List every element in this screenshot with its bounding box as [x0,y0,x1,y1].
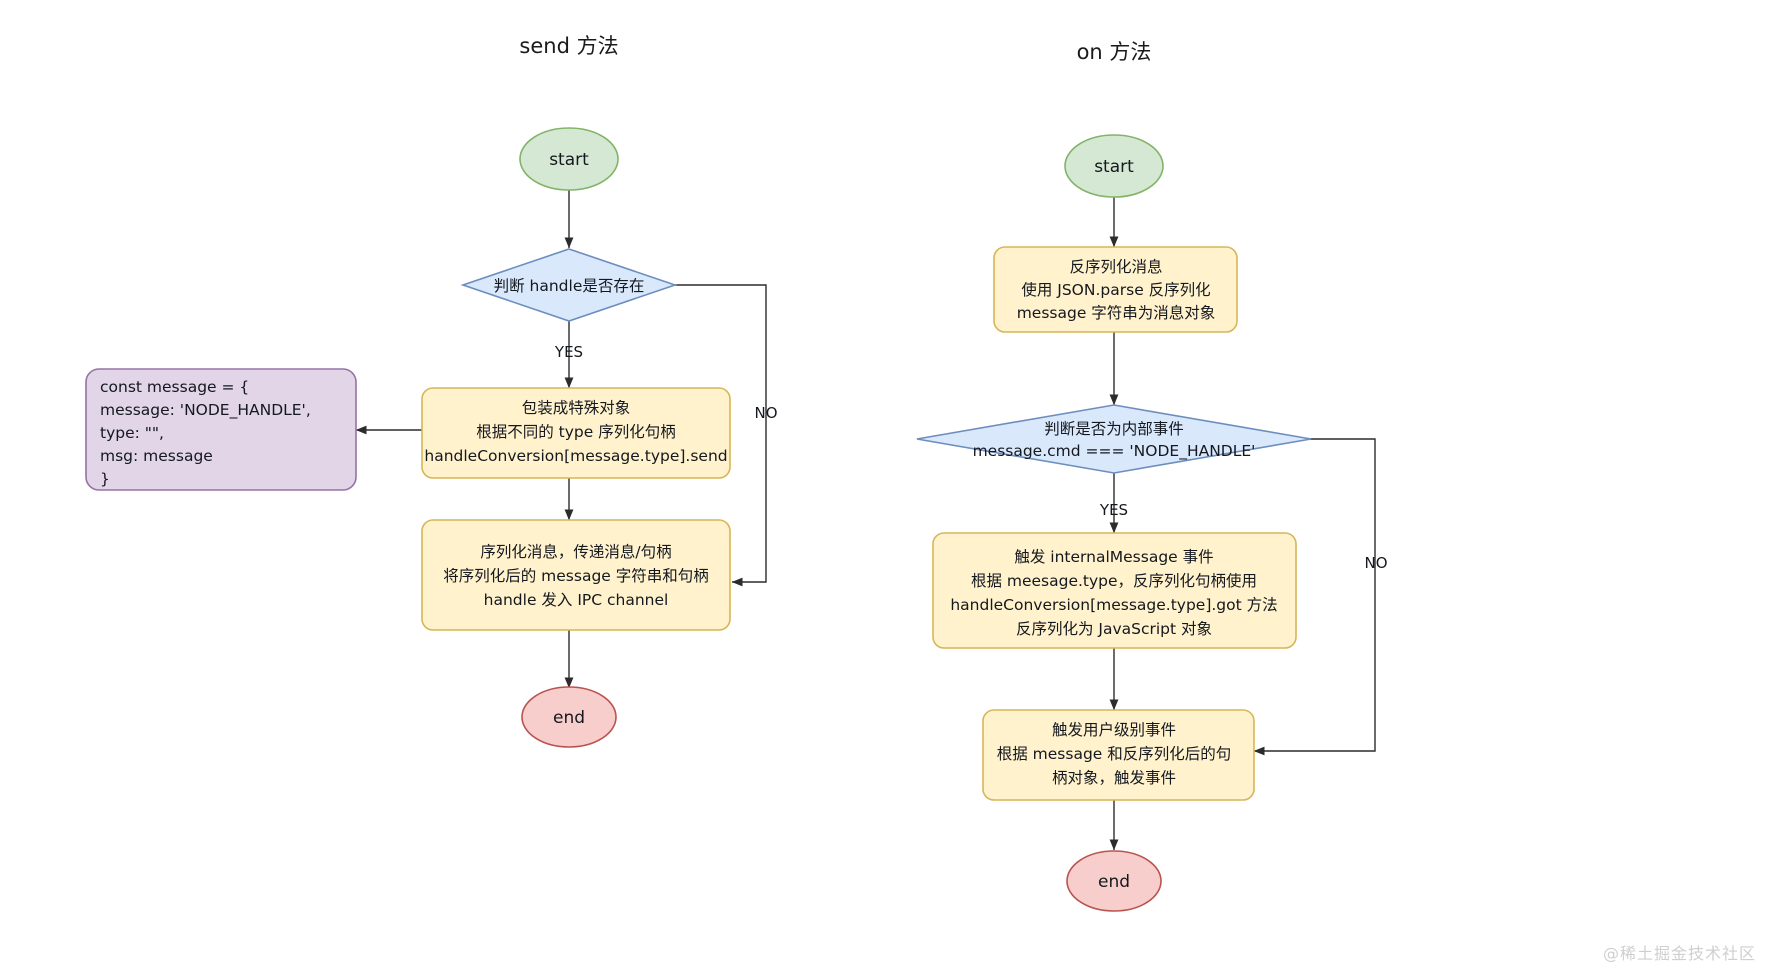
right-edge-label-no: NO [1364,554,1387,572]
right-process2-line1: 触发 internalMessage 事件 [1014,548,1213,566]
left-process1-line3: handleConversion[message.type].send [424,447,727,465]
right-process2-line4: 反序列化为 JavaScript 对象 [1016,620,1212,638]
right-edge-label-yes: YES [1099,501,1128,519]
watermark: @稀土掘金技术社区 [1602,944,1756,963]
right-process2-line3: handleConversion[message.type].got 方法 [950,596,1277,614]
left-note-line5: } [100,470,110,488]
left-start-label: start [549,150,589,170]
right-decision-line2: message.cmd === 'NODE_HANDLE' [973,442,1256,461]
left-note-node[interactable] [85,368,357,491]
left-process2-line2: 将序列化后的 message 字符串和句柄 [443,567,709,585]
right-start-node[interactable] [1064,134,1164,198]
right-process1-line3: message 字符串为消息对象 [1017,304,1216,322]
right-process2-node[interactable] [932,532,1297,649]
left-note-line3: type: "", [100,424,164,442]
right-decision-node[interactable] [916,404,1312,474]
left-decision-node[interactable] [460,248,678,322]
right-end-label: end [1098,872,1130,892]
left-process1-line2: 根据不同的 type 序列化句柄 [476,423,675,441]
left-note-line2: message: 'NODE_HANDLE', [100,401,311,420]
right-process3-line1: 触发用户级别事件 [1052,721,1176,739]
right-decision-line1: 判断是否为内部事件 [1044,420,1184,438]
edge-right-decision-no [1253,438,1376,756]
left-end-node[interactable] [521,686,617,748]
left-edge-label-yes: YES [554,343,583,361]
left-process2-line3: handle 发入 IPC channel [484,591,669,609]
right-process1-line2: 使用 JSON.parse 反序列化 [1021,281,1210,299]
left-start-node[interactable] [519,127,619,191]
left-note-line4: msg: message [100,447,213,465]
left-column-title: send 方法 [519,34,618,58]
right-end-node[interactable] [1066,850,1162,912]
left-decision-label: 判断 handle是否存在 [494,277,645,295]
left-note-line1: const message = { [100,378,249,396]
right-start-label: start [1094,157,1134,177]
right-process1-node[interactable] [993,246,1238,333]
right-process2-line2: 根据 meesage.type，反序列化句柄使用 [971,572,1257,590]
right-process1-line1: 反序列化消息 [1069,258,1162,276]
right-process3-line3: 柄对象，触发事件 [1052,769,1176,787]
right-process3-node[interactable] [982,709,1255,801]
left-edge-label-no: NO [754,404,777,422]
left-process2-node[interactable] [421,519,731,631]
right-column-title: on 方法 [1077,40,1152,64]
left-end-label: end [553,708,585,728]
left-process2-line1: 序列化消息，传递消息/句柄 [480,543,671,561]
left-process1-node[interactable] [421,387,731,479]
left-process1-line1: 包装成特殊对象 [522,399,631,417]
edge-left-decision-no [674,284,767,587]
right-process3-line2: 根据 message 和反序列化后的句 [997,745,1232,763]
